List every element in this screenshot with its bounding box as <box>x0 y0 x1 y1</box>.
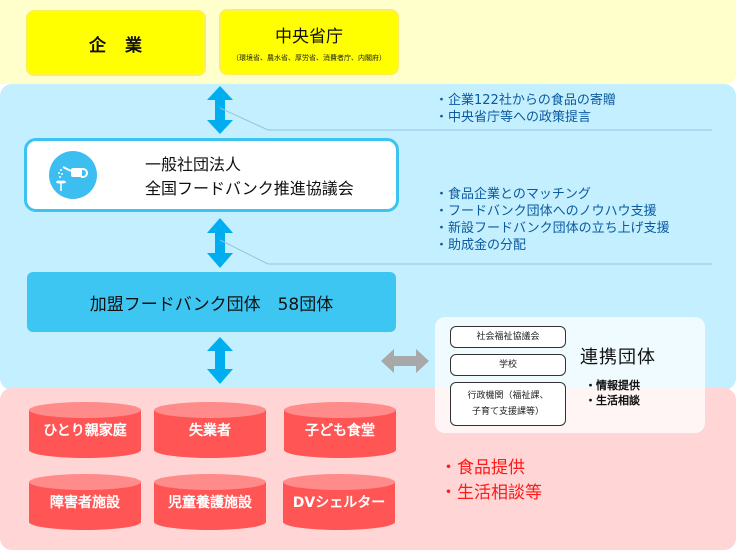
member-foodbank-box: 加盟フードバンク団体 58団体 <box>27 272 396 332</box>
recipient-cylinder: 失業者 <box>154 402 266 458</box>
recipient-cylinder: 児童養護施設 <box>154 474 266 530</box>
ministries-box: 中央省庁 （環境省、農水省、厚労省、消費者庁、内閣府） <box>219 9 399 75</box>
partner-box-label: 行政機関（福祉課、 <box>467 391 549 401</box>
recipient-cylinder: 障害者施設 <box>29 474 141 530</box>
info-item: ・フードバンク団体へのノウハウ支援 <box>435 204 657 219</box>
info-item: ・中央省庁等への政策提言 <box>435 110 592 125</box>
partner-box-label: 学校 <box>498 360 517 370</box>
recipient-label: ひとり親家庭 <box>43 423 127 439</box>
ministries-subtitle: （環境省、農水省、厚労省、消費者庁、内閣府） <box>232 53 386 62</box>
recipient-cylinder: DVシェルター <box>283 474 395 530</box>
recipient-label: 障害者施設 <box>50 495 120 511</box>
partner-box-label: 社会福祉協議会 <box>476 332 540 342</box>
company-box: 企 業 <box>26 10 206 76</box>
association-name: 全国フードバンク推進協議会 <box>145 179 354 198</box>
double-arrow-icon <box>207 337 233 384</box>
partner-panel: 社会福祉協議会 学校 行政機関（福祉課、 子育て支援課等） 連携団体 ・情報提供… <box>435 317 705 433</box>
watering-can-sprout-icon <box>49 151 97 199</box>
connector-lines <box>220 107 712 265</box>
service-list: ・食品提供 ・生活相談等 <box>440 456 542 506</box>
ministries-title: 中央省庁 <box>275 26 343 47</box>
info-item: ・新設フードバンク団体の立ち上げ支援 <box>435 221 670 236</box>
partner-item: ・生活相談 <box>585 394 640 407</box>
info-item: ・食品企業とのマッチング <box>435 187 591 202</box>
service-item: ・生活相談等 <box>440 483 542 503</box>
recipient-label: DVシェルター <box>292 495 386 511</box>
double-arrow-icon <box>207 218 233 268</box>
info-item: ・企業122社からの食品の寄贈 <box>435 93 616 108</box>
recipient-label: 子ども食堂 <box>305 423 375 439</box>
info-list-lower: ・食品企業とのマッチング ・フードバンク団体へのノウハウ支援 ・新設フードバンク… <box>435 186 670 254</box>
recipient-label: 失業者 <box>189 423 231 439</box>
recipient-cylinder: 子ども食堂 <box>284 402 396 458</box>
partner-box-label: 子育て支援課等） <box>471 407 544 417</box>
double-arrow-icon <box>207 86 233 134</box>
association-box: 一般社団法人 全国フードバンク推進協議会 <box>24 138 399 212</box>
partner-item: ・情報提供 <box>585 379 640 392</box>
service-item: ・食品提供 <box>440 458 525 478</box>
info-item: ・助成金の分配 <box>435 238 527 253</box>
partner-title: 連携団体 <box>580 347 656 368</box>
horizontal-double-arrow-icon <box>381 349 429 373</box>
partner-box-social-welfare: 社会福祉協議会 <box>450 326 566 348</box>
association-type: 一般社団法人 <box>145 155 242 174</box>
member-foodbank-label: 加盟フードバンク団体 58団体 <box>89 294 334 315</box>
recipient-cylinder: ひとり親家庭 <box>29 402 141 458</box>
partner-box-school: 学校 <box>450 354 566 376</box>
partner-box-government: 行政機関（福祉課、 子育て支援課等） <box>450 382 566 426</box>
recipient-label: 児童養護施設 <box>168 495 252 511</box>
company-label: 企 業 <box>89 35 143 56</box>
info-list-upper: ・企業122社からの食品の寄贈 ・中央省庁等への政策提言 <box>435 92 616 126</box>
